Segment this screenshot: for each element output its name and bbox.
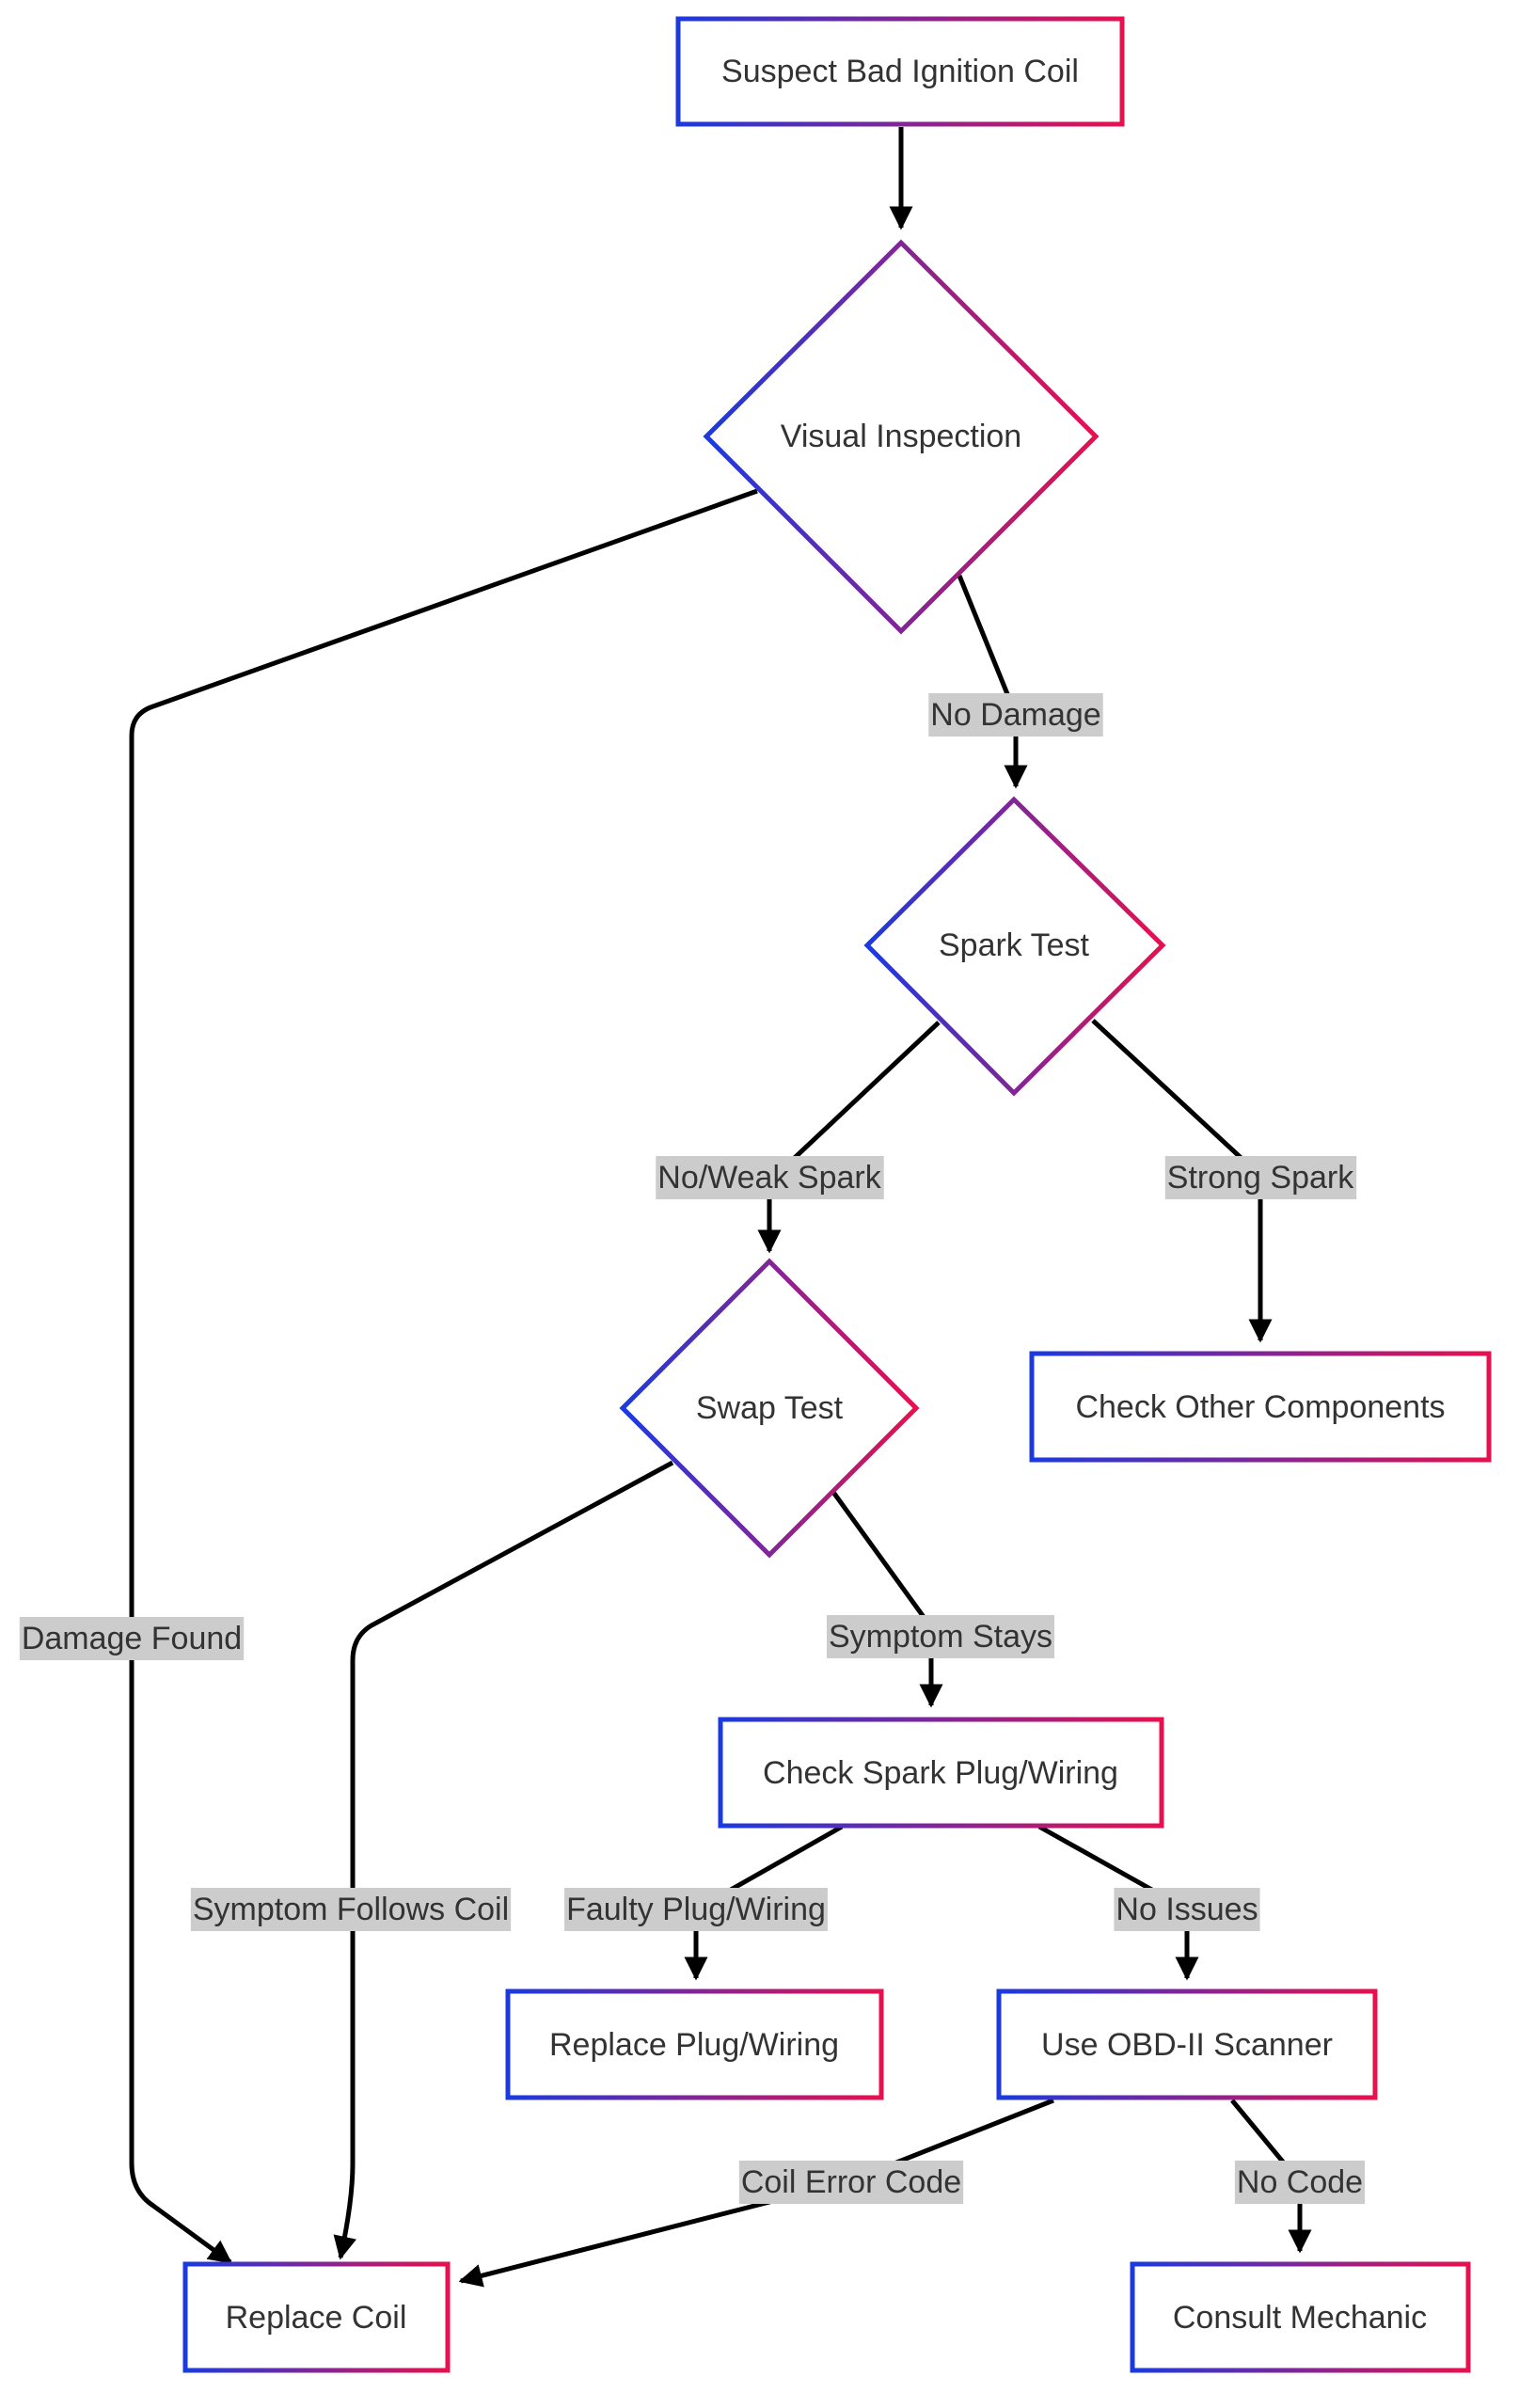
- edge-label-strong-spark: Strong Spark: [1164, 1156, 1357, 1199]
- node-replace-plug-wiring: Replace Plug/Wiring: [505, 1988, 884, 2100]
- svg-text:Replace Plug/Wiring: Replace Plug/Wiring: [549, 2027, 839, 2063]
- svg-text:Symptom Follows Coil: Symptom Follows Coil: [193, 1892, 509, 1927]
- edge-label-coil-error-code: Coil Error Code: [738, 2161, 964, 2204]
- node-replace-coil: Replace Coil: [182, 2261, 451, 2373]
- edge-spark-to-swap: [757, 1021, 941, 1254]
- svg-text:Strong Spark: Strong Spark: [1167, 1160, 1354, 1196]
- edge-label-symptom-follows-coil: Symptom Follows Coil: [190, 1888, 512, 1931]
- svg-text:No Code: No Code: [1237, 2164, 1363, 2200]
- edge-label-faulty-plug-wiring: Faulty Plug/Wiring: [564, 1888, 828, 1931]
- svg-text:Faulty Plug/Wiring: Faulty Plug/Wiring: [566, 1892, 826, 1927]
- nodes: Suspect Bad Ignition Coil Visual Inspect…: [182, 16, 1492, 2373]
- svg-text:Replace Coil: Replace Coil: [226, 2300, 407, 2336]
- svg-text:Coil Error Code: Coil Error Code: [741, 2164, 961, 2200]
- svg-text:Symptom Stays: Symptom Stays: [829, 1619, 1052, 1655]
- svg-text:Visual Inspection: Visual Inspection: [781, 419, 1021, 454]
- node-consult-mechanic: Consult Mechanic: [1130, 2261, 1471, 2373]
- edge-label-no-issues: No Issues: [1114, 1888, 1260, 1931]
- svg-text:No Damage: No Damage: [930, 697, 1100, 733]
- node-use-obd-ii-scanner: Use OBD-II Scanner: [996, 1988, 1378, 2100]
- edge-label-symptom-stays: Symptom Stays: [826, 1615, 1055, 1658]
- svg-text:Check Spark Plug/Wiring: Check Spark Plug/Wiring: [763, 1755, 1118, 1791]
- svg-text:No Issues: No Issues: [1116, 1892, 1258, 1927]
- edge-label-no-damage: No Damage: [928, 693, 1103, 737]
- svg-text:Check Other Components: Check Other Components: [1075, 1389, 1445, 1425]
- edges: [129, 127, 1312, 2288]
- node-spark-test: Spark Test: [863, 796, 1166, 1097]
- edge-label-no-weak-spark: No/Weak Spark: [656, 1156, 884, 1199]
- edge-visual-to-spark: [957, 575, 1028, 789]
- node-visual-inspection: Visual Inspection: [703, 239, 1100, 635]
- svg-text:Damage Found: Damage Found: [22, 1621, 242, 1656]
- edge-swap-to-plug-check: [830, 1489, 943, 1708]
- node-suspect-bad-ignition-coil: Suspect Bad Ignition Coil: [675, 16, 1125, 127]
- svg-text:No/Weak Spark: No/Weak Spark: [657, 1160, 881, 1196]
- node-check-spark-plug-wiring: Check Spark Plug/Wiring: [718, 1717, 1164, 1829]
- svg-text:Consult Mechanic: Consult Mechanic: [1173, 2300, 1427, 2336]
- edge-label-no-code: No Code: [1234, 2161, 1366, 2204]
- edge-label-damage-found: Damage Found: [19, 1617, 245, 1660]
- node-swap-test: Swap Test: [619, 1258, 920, 1559]
- edge-swap-to-replace-coil: [333, 1460, 674, 2260]
- svg-text:Use OBD-II Scanner: Use OBD-II Scanner: [1041, 2027, 1333, 2063]
- edge-visual-to-replace-coil: [129, 488, 758, 2265]
- svg-text:Swap Test: Swap Test: [696, 1390, 844, 1426]
- node-check-other-components: Check Other Components: [1029, 1351, 1492, 1463]
- edge-labels: No Damage Damage Found No/Weak Spark Str…: [19, 693, 1366, 2204]
- svg-text:Suspect Bad Ignition Coil: Suspect Bad Ignition Coil: [721, 54, 1079, 89]
- svg-text:Spark Test: Spark Test: [939, 927, 1090, 963]
